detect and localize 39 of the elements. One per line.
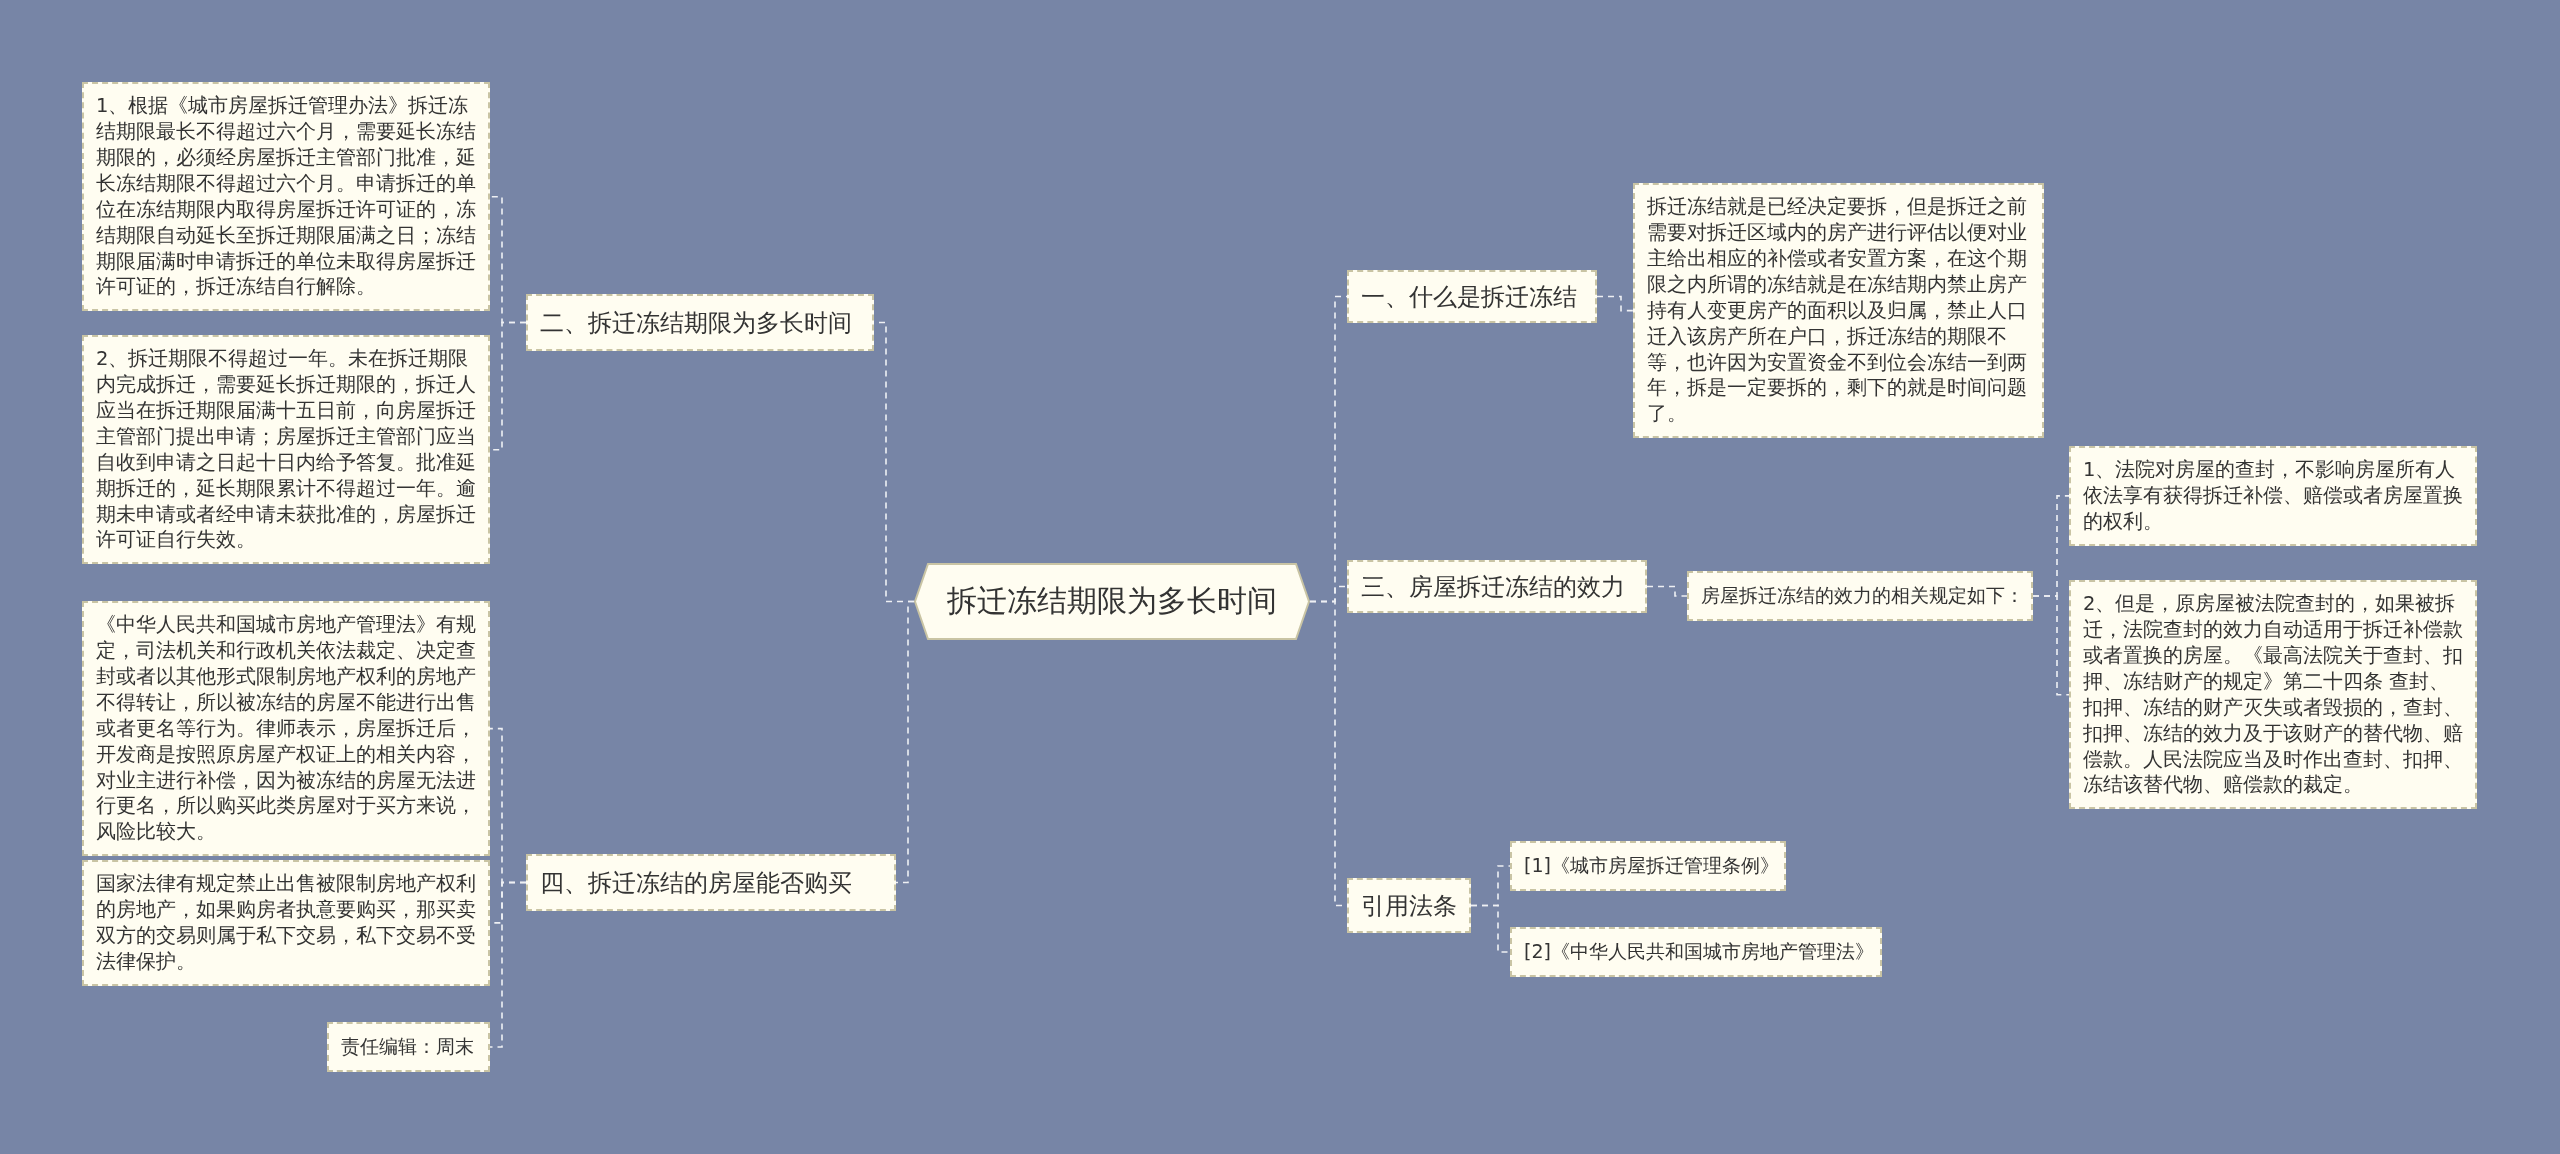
node-text: 四、拆迁冻结的房屋能否购买 <box>540 867 852 899</box>
branch-topic-box <box>1347 270 1597 323</box>
text-note-box <box>1510 841 1786 891</box>
text-note-box <box>2069 580 2477 810</box>
text-note-box <box>82 82 490 312</box>
node-text: 房屋拆迁冻结的效力的相关规定如下： <box>1701 584 2024 606</box>
node-text: 引用法条 <box>1361 890 1457 922</box>
text-note-box <box>2069 446 2477 546</box>
text-note-box <box>82 860 490 986</box>
node-text: 1、法院对房屋的查封，不影响房屋所有人依法享有获得拆迁补偿、赔偿或者房屋置换的权利。 <box>2083 458 2463 533</box>
node-text: 二、拆迁冻结期限为多长时间 <box>540 307 852 339</box>
node-text: 2、但是，原房屋被法院查封的，如果被拆迁，法院查封的效力自动适用于拆迁补偿款或者置换的房屋。《最高法院关于查封、扣押、冻结财产的规定》第二十四条 查封、扣押、冻结的财产灭失或者毁损的，查封、扣押、冻结的效力及于该财产的替代物、赔偿款。人民法院应当及时作出查封、扣押、冻结该替代物、赔偿款的裁定。 <box>2083 592 2463 797</box>
branch-topic-box <box>1347 878 1471 933</box>
connector-line <box>2032 595 2070 696</box>
node-text: [1]《城市房屋拆迁管理条例》 <box>1524 854 1779 876</box>
node-text: 拆迁冻结就是已经决定要拆，但是拆迁之前需要对拆迁区域内的房产进行评估以便对业主给出相应的补偿或者安置方案，在这个期限之内所谓的冻结就是在冻结期内禁止房产持有人变更房产的面积以及归属，禁止人口迁入该房产所在户口，拆迁冻结的期限不等，也许因为安置资金不到位会冻结一到两年，拆是一定要拆的，剩下的就是时间问题了。 <box>1647 195 2027 426</box>
text-note-box <box>82 601 490 857</box>
node-text: 1、根据《城市房屋拆迁管理办法》拆迁冻结期限最长不得超过六个月，需要延长冻结期限的，必须经房屋拆迁主管部门批准，延长冻结期限不得超过六个月。申请拆迁的单位在冻结期限内取得房屋拆迁许可证的，冻结期限自动延长至拆迁期限届满之日；冻结期限届满时申请拆迁的单位未取得房屋拆迁许可证的，拆迁冻结自行解除。 <box>96 94 476 299</box>
text-note-box <box>1633 183 2044 439</box>
branch-topic-box <box>526 294 874 351</box>
branch-topic-box <box>1347 560 1647 613</box>
central-topic-hexagon <box>914 563 1310 640</box>
node-text: 2、拆迁期限不得超过一年。未在拆迁期限内完成拆迁，需要延长拆迁期限的，拆迁人应当在拆迁期限届满十五日前，向房屋拆迁主管部门提出申请；房屋拆迁主管部门应当自收到申请之日起十日内给予答复。批准延期拆迁的，延长期限累计不得超过一年。逾期未申请或者经申请未获批准的，房屋拆迁许可证自行失效。 <box>96 347 476 552</box>
text-note-box <box>1687 571 2033 621</box>
node-text: [2]《中华人民共和国城市房地产管理法》 <box>1524 940 1874 962</box>
connector-line <box>1646 585 1688 597</box>
node-text: 拆迁冻结期限为多长时间 <box>947 582 1277 620</box>
connector-line <box>1470 904 1511 953</box>
node-text: 责任编辑：周末 <box>341 1035 474 1057</box>
connector-line <box>1596 295 1634 312</box>
branch-topic-box <box>526 854 896 911</box>
node-text: 三、房屋拆迁冻结的效力 <box>1361 571 1625 603</box>
text-note-box <box>1510 927 1882 977</box>
node-text: 国家法律有规定禁止出售被限制房地产权利的房地产，如果购房者执意要购买，那买卖双方的交易则属于私下交易，私下交易不受法律保护。 <box>96 872 476 973</box>
text-note-box <box>82 335 490 565</box>
connector-line <box>489 881 527 1048</box>
node-text: 一、什么是拆迁冻结 <box>1361 281 1577 313</box>
text-note-box <box>327 1022 490 1072</box>
node-text: 《中华人民共和国城市房地产管理法》有规定，司法机关和行政机关依法裁定、决定查封或者以其他形式限制房地产权利的房地产不得转让，所以被冻结的房屋不能进行出售或者更名等行为。律师表示，房屋拆迁后，开发商是按照原房屋产权证上的相关内容，对业主进行补偿，因为被冻结的房屋无法进行更名，所以购买此类房屋对于买方来说，风险比较大。 <box>96 613 476 844</box>
